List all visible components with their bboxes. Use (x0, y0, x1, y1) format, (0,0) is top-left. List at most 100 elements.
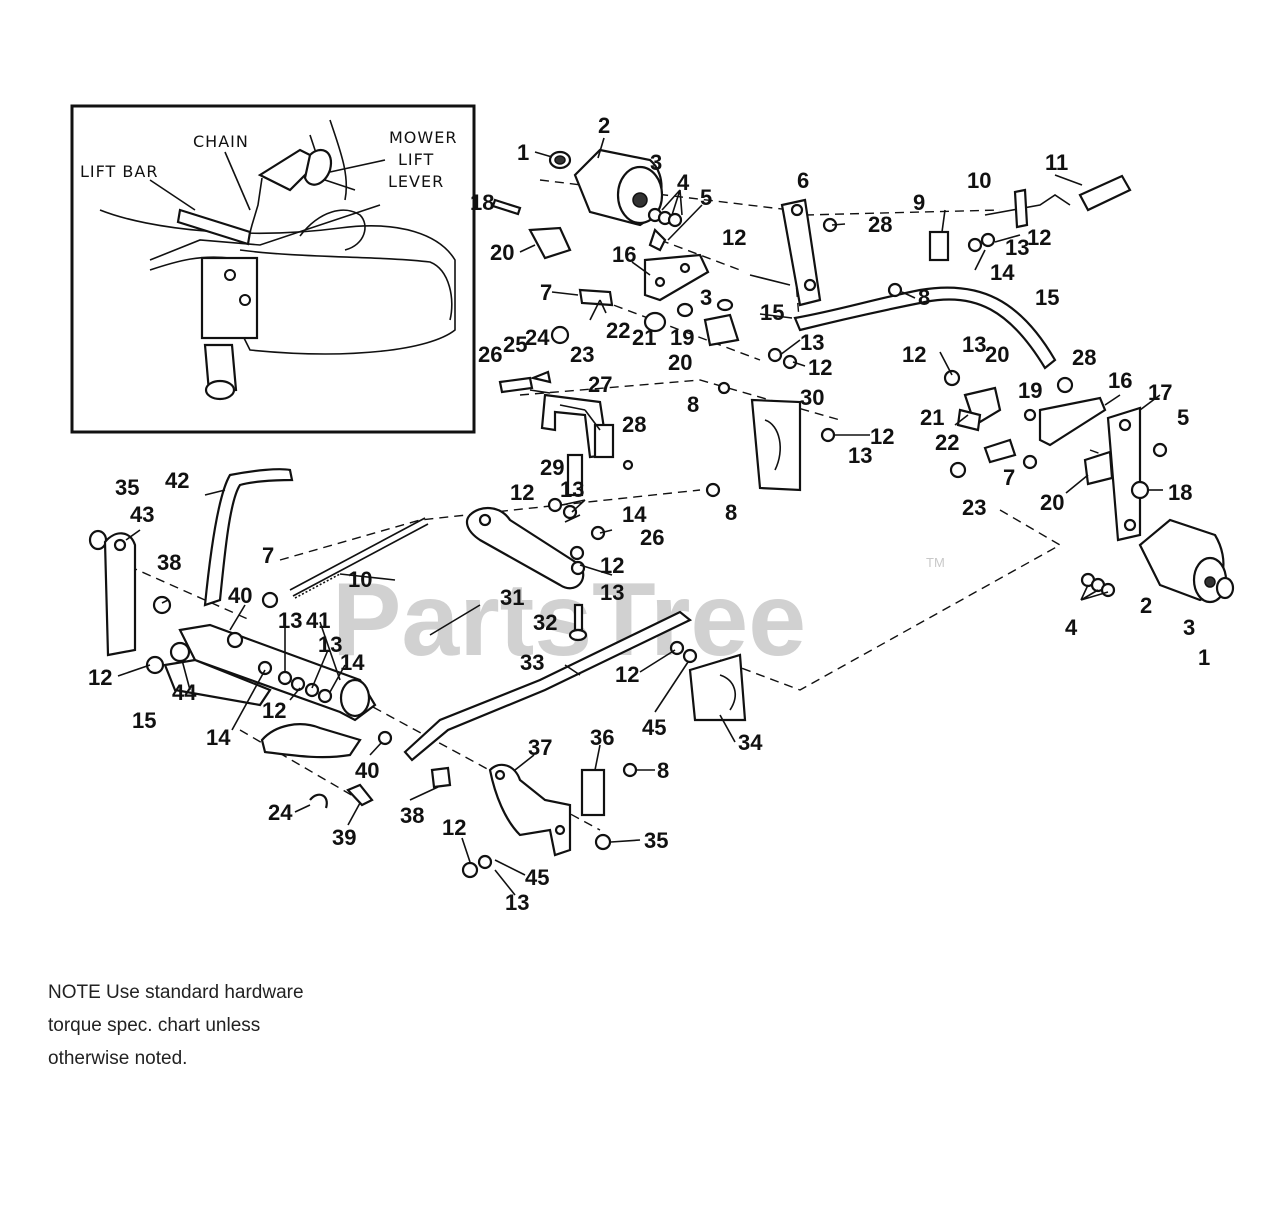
callout-24-b: 24 (268, 800, 293, 825)
callout-28-b: 28 (622, 412, 646, 437)
callout-14-c: 14 (206, 725, 231, 750)
callout-40: 40 (228, 583, 252, 608)
callout-13-d: 13 (600, 580, 624, 605)
callout-45: 45 (642, 715, 666, 740)
callout-19: 19 (670, 325, 694, 350)
callout-38-b: 38 (400, 803, 424, 828)
callout-27: 27 (588, 372, 612, 397)
callout-labels: 1 2 3 4 5 18 20 7 16 22 23 21 12 3 19 20… (88, 113, 1210, 915)
callout-36: 36 (590, 725, 614, 750)
callout-14-d: 14 (340, 650, 365, 675)
callout-26-b: 26 (640, 525, 664, 550)
note-line-1: NOTE Use standard hardware (48, 982, 304, 1003)
note-line-2: torque spec. chart unless (48, 1015, 261, 1036)
inset-label-chain: CHAIN (193, 132, 249, 151)
callout-5: 5 (700, 185, 712, 210)
callout-15-b: 15 (760, 300, 784, 325)
note-line-3: otherwise noted. (48, 1048, 188, 1069)
callout-1-b: 1 (1198, 645, 1210, 670)
callout-28: 28 (868, 212, 892, 237)
callout-24: 24 (525, 325, 550, 350)
callout-7-c: 7 (262, 543, 274, 568)
right-upper-parts (887, 174, 1235, 604)
callout-7: 7 (540, 280, 552, 305)
callout-29: 29 (540, 455, 564, 480)
callout-12-j: 12 (615, 662, 639, 687)
callout-13-e: 13 (848, 443, 872, 468)
callout-12-d: 12 (510, 480, 534, 505)
callout-12-e: 12 (600, 553, 624, 578)
callout-16: 16 (612, 242, 636, 267)
inset-label-lever: LEVER (388, 172, 444, 191)
callout-3: 3 (650, 150, 662, 175)
callout-15-c: 15 (132, 708, 156, 733)
callout-45-b: 45 (525, 865, 549, 890)
callout-1: 1 (517, 140, 529, 165)
callout-12-h: 12 (88, 665, 112, 690)
callout-12-c: 12 (808, 355, 832, 380)
callout-21: 21 (632, 325, 656, 350)
callout-10: 10 (967, 168, 991, 193)
callout-26: 26 (478, 342, 502, 367)
callout-4: 4 (677, 170, 690, 195)
callout-42: 42 (165, 468, 189, 493)
callout-8-a: 8 (918, 285, 930, 310)
callout-11: 11 (1045, 150, 1068, 175)
callout-13-c: 13 (560, 477, 584, 502)
callout-22: 22 (606, 318, 630, 343)
callout-12-b: 12 (1027, 225, 1051, 250)
callout-19-b: 19 (1018, 378, 1042, 403)
watermark-tm: TM (926, 555, 945, 570)
callout-39: 39 (332, 825, 356, 850)
callout-23: 23 (570, 342, 594, 367)
callout-14: 14 (990, 260, 1015, 285)
assembly-lines (114, 179, 1146, 831)
callout-40-b: 40 (355, 758, 379, 783)
callout-12-g: 12 (902, 342, 926, 367)
callout-38: 38 (157, 550, 181, 575)
left-roller-assembly (491, 148, 683, 260)
callout-13-i: 13 (505, 890, 529, 915)
inset-label-mower: MOWER (389, 128, 457, 147)
callout-leaders (117, 137, 1163, 896)
lower-left-assembly (88, 468, 452, 809)
callout-3-b: 3 (700, 285, 712, 310)
callout-43: 43 (130, 502, 154, 527)
callout-13-b: 13 (800, 330, 824, 355)
callout-18-b: 18 (1168, 480, 1192, 505)
callout-20: 20 (490, 240, 514, 265)
callout-16-b: 16 (1108, 368, 1132, 393)
callout-13-h: 13 (318, 632, 342, 657)
callout-2-b: 2 (1140, 593, 1152, 618)
center-lower-parts (289, 453, 747, 762)
callout-14-b: 14 (622, 502, 647, 527)
callout-28-c: 28 (1072, 345, 1096, 370)
callout-37: 37 (528, 735, 552, 760)
callout-9: 9 (913, 190, 925, 215)
callout-5-b: 5 (1177, 405, 1189, 430)
center-lift-parts (498, 198, 1057, 498)
callout-22-b: 22 (935, 430, 959, 455)
callout-8-b: 8 (687, 392, 699, 417)
callout-12-i: 12 (262, 698, 286, 723)
callout-41: 41 (306, 608, 330, 633)
callout-10-b: 10 (348, 567, 372, 592)
callout-31: 31 (500, 585, 524, 610)
callout-34: 34 (738, 730, 763, 755)
callout-17: 17 (1148, 380, 1172, 405)
callout-33: 33 (520, 650, 544, 675)
callout-12-a: 12 (722, 225, 746, 250)
callout-18: 18 (470, 190, 494, 215)
inset-view: CHAIN MOWER LIFT LEVER LIFT BAR (70, 104, 476, 434)
callout-30: 30 (800, 385, 824, 410)
callout-13-f: 13 (962, 332, 986, 357)
callout-20-d: 20 (1040, 490, 1064, 515)
callout-15-a: 15 (1035, 285, 1059, 310)
callout-35-b: 35 (644, 828, 668, 853)
callout-20-b: 20 (668, 350, 692, 375)
callout-32: 32 (533, 610, 557, 635)
callout-13-g: 13 (278, 608, 302, 633)
callout-20-c: 20 (985, 342, 1009, 367)
lower-bracket-assembly (461, 762, 638, 879)
callout-12-f: 12 (870, 424, 894, 449)
